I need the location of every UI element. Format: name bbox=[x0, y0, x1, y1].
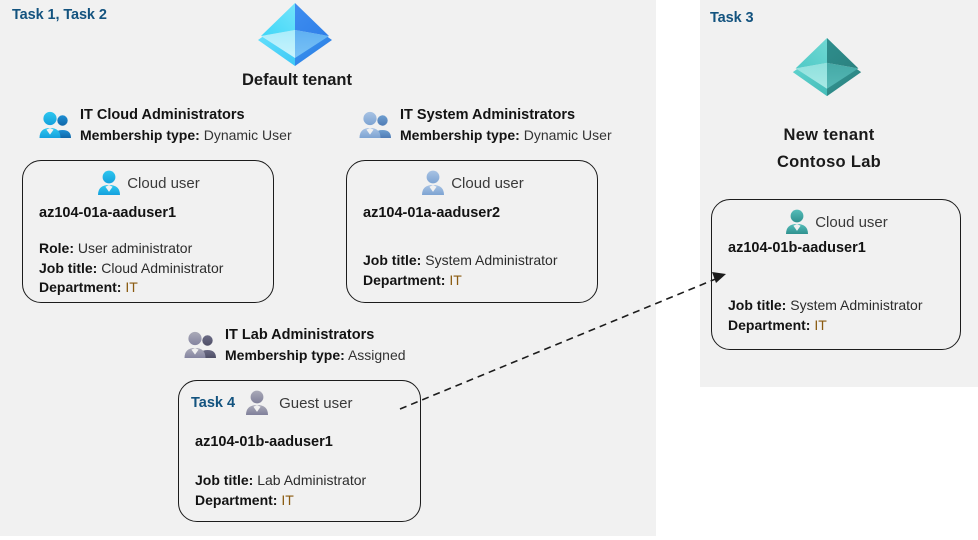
group-users-icon bbox=[38, 110, 74, 142]
group-membership: Membership type: Assigned bbox=[225, 347, 406, 363]
attr-department: Department: IT bbox=[195, 491, 294, 508]
user-card-az104-01b-aaduser1-guest: Task 4 Guest user az104-01b-aaduser1 Job… bbox=[178, 380, 421, 522]
user-attributes: Job title: System Administrator Departme… bbox=[363, 251, 558, 290]
cloud-user-icon bbox=[784, 208, 810, 236]
user-name: az104-01b-aaduser1 bbox=[728, 240, 866, 256]
user-type-label: Guest user bbox=[279, 394, 353, 412]
task-label-1-2: Task 1, Task 2 bbox=[12, 7, 107, 23]
membership-key: Membership type: bbox=[400, 127, 520, 143]
cloud-user-icon bbox=[96, 169, 122, 197]
membership-value: Assigned bbox=[347, 347, 406, 363]
group-name: IT Cloud Administrators bbox=[80, 107, 245, 123]
new-tenant-title-line1: New tenant bbox=[783, 126, 875, 144]
attr-department: Department: IT bbox=[39, 279, 138, 295]
attr-department: Department: IT bbox=[728, 316, 827, 333]
membership-key: Membership type: bbox=[80, 127, 200, 143]
task-label-3: Task 3 bbox=[710, 10, 754, 26]
user-attributes: Job title: System Administrator Departme… bbox=[728, 296, 923, 335]
group-name: IT Lab Administrators bbox=[225, 327, 375, 343]
user-attributes: Role: User administrator Job title: Clou… bbox=[39, 239, 223, 298]
user-card-az104-01a-aaduser1: Cloud user az104-01a-aaduser1 Role: User… bbox=[22, 160, 274, 303]
group-users-icon bbox=[358, 110, 394, 142]
attr-job-title: Job title: Lab Administrator bbox=[195, 472, 367, 488]
user-name: az104-01a-aaduser1 bbox=[39, 205, 177, 221]
group-membership: Membership type: Dynamic User bbox=[400, 127, 612, 143]
card-header: Cloud user bbox=[23, 169, 273, 197]
new-tenant-title-line2: Contoso Lab bbox=[776, 153, 882, 171]
user-attributes: Job title: Lab Administrator Department:… bbox=[195, 471, 366, 510]
attr-job-title: Job title: System Administrator bbox=[728, 297, 923, 313]
guest-user-icon bbox=[244, 389, 270, 417]
azure-ad-tenant-icon-default bbox=[256, 0, 334, 70]
card-header: Cloud user bbox=[712, 208, 960, 236]
default-tenant-title: Default tenant bbox=[241, 71, 352, 89]
membership-value: Dynamic User bbox=[203, 127, 292, 143]
user-card-az104-01a-aaduser2: Cloud user az104-01a-aaduser2 Job title:… bbox=[346, 160, 598, 303]
user-name: az104-01a-aaduser2 bbox=[363, 205, 501, 221]
attr-job-title: Job title: System Administrator bbox=[363, 252, 558, 268]
user-type-label: Cloud user bbox=[451, 174, 524, 192]
user-type-label: Cloud user bbox=[815, 213, 888, 231]
card-header: Cloud user bbox=[347, 169, 597, 197]
azure-ad-tenant-icon-new bbox=[791, 35, 863, 100]
attr-role: Role: User administrator bbox=[39, 240, 193, 256]
group-name: IT System Administrators bbox=[400, 107, 576, 123]
group-membership: Membership type: Dynamic User bbox=[80, 127, 292, 143]
task-label-4: Task 4 bbox=[191, 395, 236, 411]
card-header: Task 4 Guest user bbox=[179, 389, 420, 417]
user-type-label: Cloud user bbox=[127, 174, 200, 192]
attr-department: Department: IT bbox=[363, 271, 462, 288]
attr-job-title: Job title: Cloud Administrator bbox=[39, 259, 224, 276]
group-users-icon bbox=[183, 330, 219, 362]
membership-value: Dynamic User bbox=[523, 127, 612, 143]
user-card-az104-01b-aaduser1-new-tenant: Cloud user az104-01b-aaduser1 Job title:… bbox=[711, 199, 961, 350]
membership-key: Membership type: bbox=[225, 347, 345, 363]
user-name: az104-01b-aaduser1 bbox=[195, 434, 333, 450]
cloud-user-icon bbox=[420, 169, 446, 197]
